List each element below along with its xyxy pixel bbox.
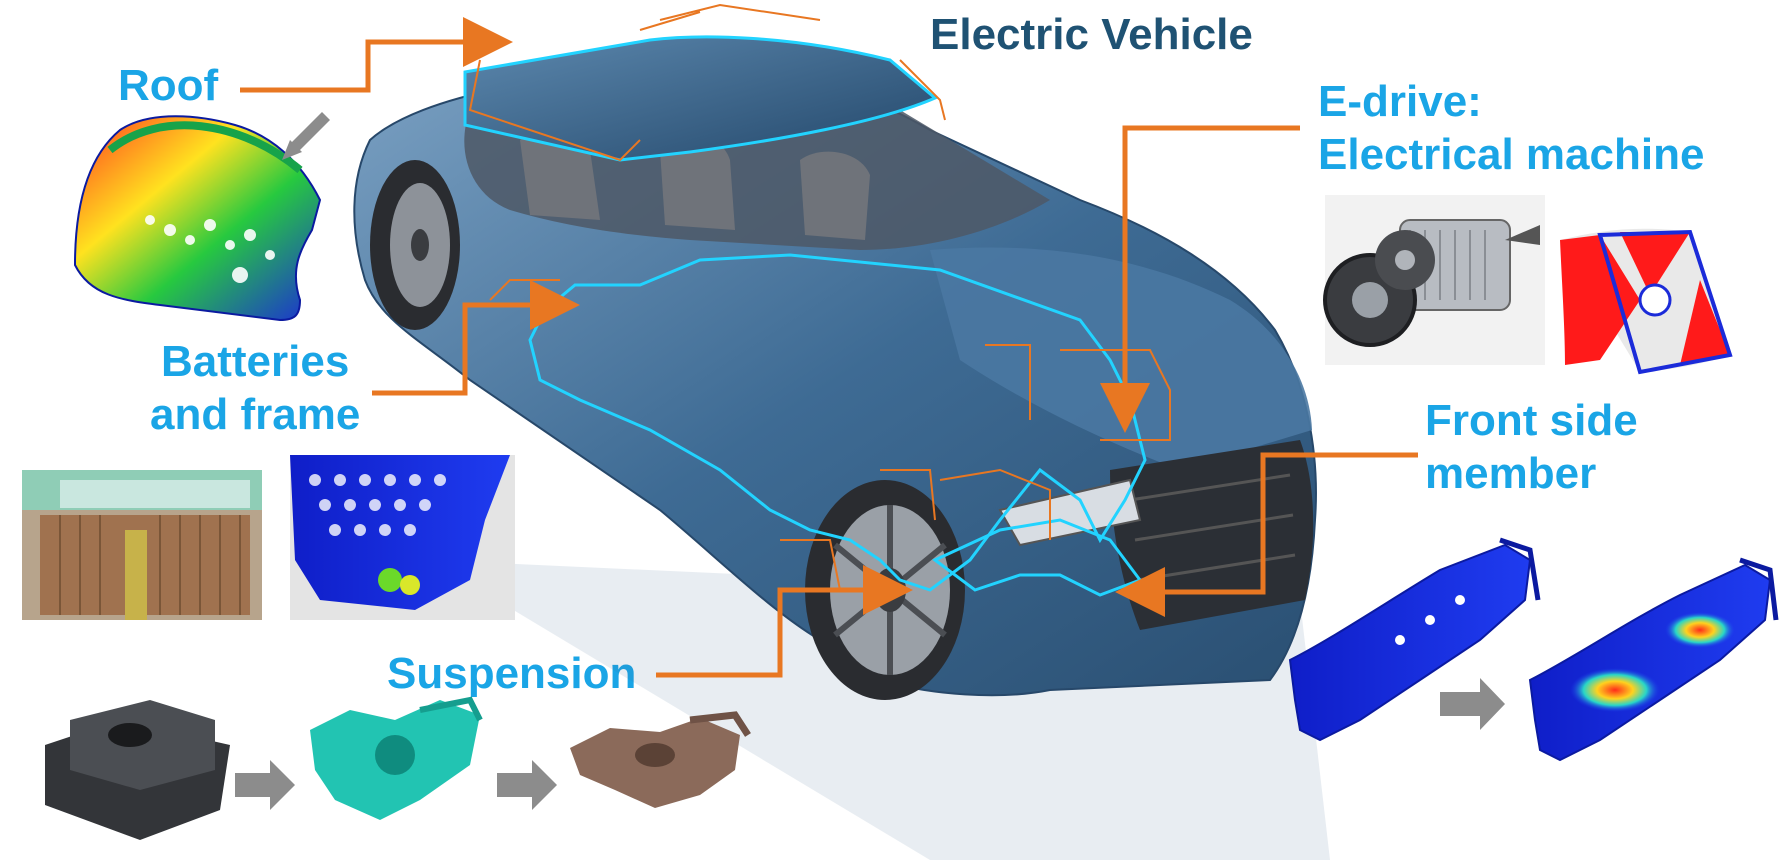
suspension-gray-arrow-2 xyxy=(497,760,557,810)
electric-motor-image xyxy=(1323,195,1545,365)
rotor-topology-image xyxy=(1560,228,1733,375)
front-member-gray-arrow xyxy=(1440,678,1505,730)
bounding-box-guides xyxy=(468,3,1171,591)
edrive-arrow xyxy=(1100,125,1300,433)
batteries-label-line1: Batteries xyxy=(160,337,350,386)
front-label-line2: member xyxy=(1425,448,1597,498)
edrive-label-line2: Electrical machine xyxy=(1318,129,1705,179)
diagram-title: Electric Vehicle xyxy=(930,10,1253,59)
roof-label: Roof xyxy=(118,61,219,110)
suspension-design-space xyxy=(45,700,230,840)
front-member-arrow xyxy=(1115,452,1418,617)
rear-wheel xyxy=(370,160,460,330)
front-member-fe-baseline xyxy=(1288,537,1541,742)
roof-fe-model xyxy=(73,115,322,322)
suspension-label: Suspension xyxy=(387,649,637,698)
battery-cell-cutaway xyxy=(22,470,262,620)
suspension-arrow xyxy=(656,565,913,678)
batteries-arrow xyxy=(372,280,580,396)
edrive-label-line1: E-drive: xyxy=(1318,77,1482,126)
callout-arrows xyxy=(240,17,1418,678)
edrive-label: E-drive: Electrical machine xyxy=(1318,76,1704,182)
front-side-member-label: Front side member xyxy=(1425,395,1638,501)
battery-pack-fe xyxy=(290,455,515,620)
batteries-label-line2: and frame xyxy=(150,389,361,439)
suspension-printed xyxy=(570,711,751,808)
batteries-label: Batteries and frame xyxy=(150,336,360,442)
roof-arrow xyxy=(240,17,513,93)
front-member-fe-optimized xyxy=(1528,557,1779,762)
suspension-gray-arrow-1 xyxy=(235,760,295,810)
front-label-line1: Front side xyxy=(1425,396,1638,445)
roof-gray-arrow xyxy=(282,112,330,160)
suspension-optimized xyxy=(310,696,483,820)
electric-car xyxy=(353,3,1317,700)
